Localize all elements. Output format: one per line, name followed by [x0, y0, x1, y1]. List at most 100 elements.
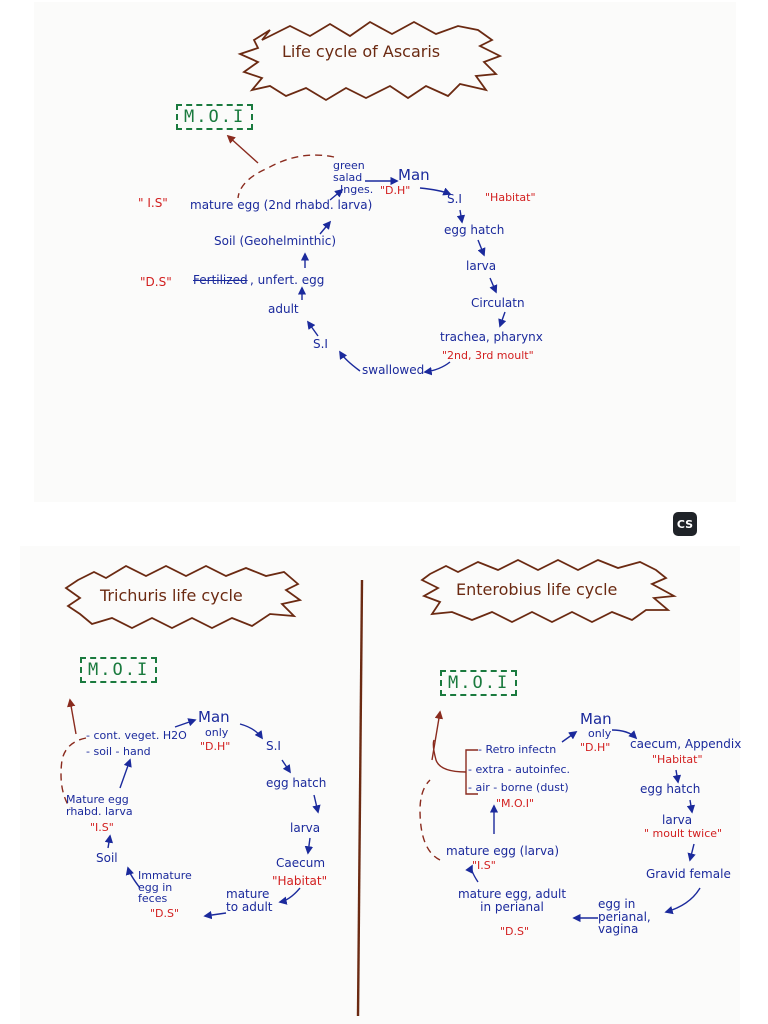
enterobius-egg-in: egg in perianal, vagina	[598, 897, 651, 937]
ascaris-habitat: "Habitat"	[485, 191, 536, 204]
enterobius-caecum: caecum, Appendix	[630, 737, 742, 751]
trichuris-larva: larva	[290, 821, 321, 835]
enterobius-ds: "D.S"	[500, 925, 530, 938]
ascaris-trachea: trachea, pharynx	[440, 330, 543, 344]
trichuris-arrow-caecum-to-adult	[278, 887, 301, 905]
ascaris-circulatn: Circulatn	[471, 296, 525, 310]
trichuris-cont: - cont. veget. H2O	[86, 729, 187, 742]
enterobius-dashed-link	[419, 779, 441, 861]
arrow-si-to-adult	[307, 320, 319, 337]
trichuris-ds: "D.S"	[150, 907, 180, 920]
trichuris-soil-hand: - soil - hand	[86, 745, 151, 758]
ascaris-egg-hatch: egg hatch	[444, 223, 505, 237]
enterobius-airborne: - air - borne (dust)	[468, 781, 569, 794]
enterobius-moi-box: M.O.I	[440, 670, 518, 696]
trichuris-arrow-egghatch-to-larva	[312, 794, 321, 814]
trichuris-arrow-immature-to-soil	[125, 866, 141, 889]
enterobius-habitat: "Habitat"	[652, 753, 703, 766]
enterobius-mature-adult: mature egg, adult in perianal	[457, 887, 567, 914]
ascaris-mature-egg: mature egg (2nd rhabd. larva)	[190, 198, 373, 212]
dashed-link-to-moi	[237, 154, 335, 199]
arrow-man-to-si	[419, 187, 452, 196]
trichuris-arrow-man-to-si	[239, 723, 263, 740]
enterobius-arrow-man-to-caecum	[611, 729, 638, 740]
ascaris-moi-box: M.O.I	[176, 104, 254, 130]
ascaris-is: " I.S"	[138, 196, 168, 210]
ascaris-green-salad: green salad	[333, 159, 365, 184]
enterobius-egg-hatch: egg hatch	[640, 782, 701, 796]
ascaris-si-bottom: S.I	[313, 337, 328, 351]
trichuris-egg-hatch: egg hatch	[266, 776, 327, 790]
enterobius-arrow-adult-to-mature	[465, 864, 479, 883]
ascaris-inges: Inges.	[340, 183, 374, 196]
arrow-circulatn-to-trachea	[498, 311, 507, 328]
enterobius-arrow-gravid-to-egg	[664, 887, 701, 915]
enterobius-mature-egg: mature egg (larva)	[446, 844, 560, 858]
enterobius-retro: - Retro infectn	[478, 743, 557, 756]
trichuris-immature: Immature egg in feces	[138, 869, 192, 906]
enterobius-title-banner	[420, 558, 677, 624]
ascaris-note-sheet	[34, 2, 736, 502]
trichuris-habitat: "Habitat"	[272, 874, 328, 888]
trichuris-title: Trichuris life cycle	[100, 586, 243, 605]
arrow-to-moi	[226, 134, 259, 164]
trichuris-caecum: Caecum	[276, 856, 326, 870]
ascaris-swallowed: swallowed	[362, 363, 425, 377]
ascaris-adult: adult	[268, 302, 299, 316]
ascaris-ds: "D.S"	[140, 275, 172, 289]
arrow-egghatch-to-larva	[477, 239, 486, 257]
trichuris-arrow-mature-to-cont	[119, 758, 132, 789]
enterobius-extra: - extra - autoinfec.	[468, 763, 571, 776]
enterobius-title: Enterobius life cycle	[456, 580, 618, 599]
trichuris-dh: "D.H"	[200, 740, 231, 753]
ascaris-si-top: S.I	[447, 192, 462, 206]
enterobius-is: "I.S"	[472, 859, 496, 872]
trichuris-arrow-cont-to-man	[174, 718, 197, 728]
trichuris-title-banner	[64, 564, 303, 630]
enterobius-gravid: Gravid female	[646, 867, 731, 881]
arrow-larva-to-circulatn	[489, 277, 498, 294]
arrow-moult-to-swallowed	[423, 361, 451, 376]
trichuris-only: only	[205, 726, 229, 739]
trichuris-arrow-si-to-egghatch	[281, 759, 291, 774]
ascaris-title: Life cycle of Ascaris	[282, 42, 441, 61]
trichuris-is: "I.S"	[90, 821, 114, 834]
arrow-mature-to-salad	[329, 188, 344, 201]
enterobius-bracket-link	[432, 739, 467, 773]
arrow-soil-to-mature	[319, 220, 332, 235]
arrow-swallowed-to-si	[339, 350, 361, 372]
ascaris-dh: "D.H"	[380, 184, 411, 197]
ascaris-soil: Soil (Geohelminthic)	[214, 234, 337, 248]
ascaris-larva: larva	[466, 259, 497, 273]
ascaris-fertilized: Fertilized	[193, 273, 248, 287]
camscanner-badge: CS	[673, 512, 697, 536]
enterobius-arrow-egghatch-to-larva	[686, 799, 696, 814]
trichuris-mature-adult: mature to adult	[226, 887, 273, 914]
ascaris-unfert: , unfert. egg	[250, 273, 325, 287]
trichuris-soil: Soil	[96, 851, 118, 865]
enterobius-moi-quote: "M.O.I"	[496, 797, 535, 810]
trichuris-man: Man	[198, 708, 230, 726]
enterobius-arrow-list-to-man	[561, 731, 578, 743]
enterobius-man: Man	[580, 710, 612, 728]
trichuris-mature-egg: Mature egg rhabd. larva	[66, 793, 133, 818]
trichuris-si: S.I	[266, 739, 281, 753]
ascaris-moult: "2nd, 3rd moult"	[442, 349, 534, 362]
arrow-si-to-egghatch	[456, 209, 466, 224]
enterobius-larva: larva	[662, 813, 693, 827]
trichuris-arrow-soil-to-mature	[104, 834, 114, 849]
enterobius-arrow-moult-to-gravid	[687, 843, 696, 862]
trichuris-arrow-adult-to-immature	[203, 910, 227, 920]
trichuris-moi-box: M.O.I	[80, 657, 158, 683]
enterobius-arrow-caecum-to-egghatch	[672, 769, 682, 784]
ascaris-title-banner	[237, 20, 503, 102]
enterobius-moult: " moult twice"	[644, 827, 723, 840]
trichuris-arrow-to-moi	[67, 698, 77, 735]
trichuris-arrow-larva-to-caecum	[304, 837, 314, 855]
enterobius-dh: "D.H"	[580, 741, 611, 754]
enterobius-only: only	[588, 727, 612, 740]
ascaris-man: Man	[398, 166, 430, 184]
column-divider	[356, 579, 364, 1017]
enterobius-arrow-to-moi	[431, 710, 444, 761]
